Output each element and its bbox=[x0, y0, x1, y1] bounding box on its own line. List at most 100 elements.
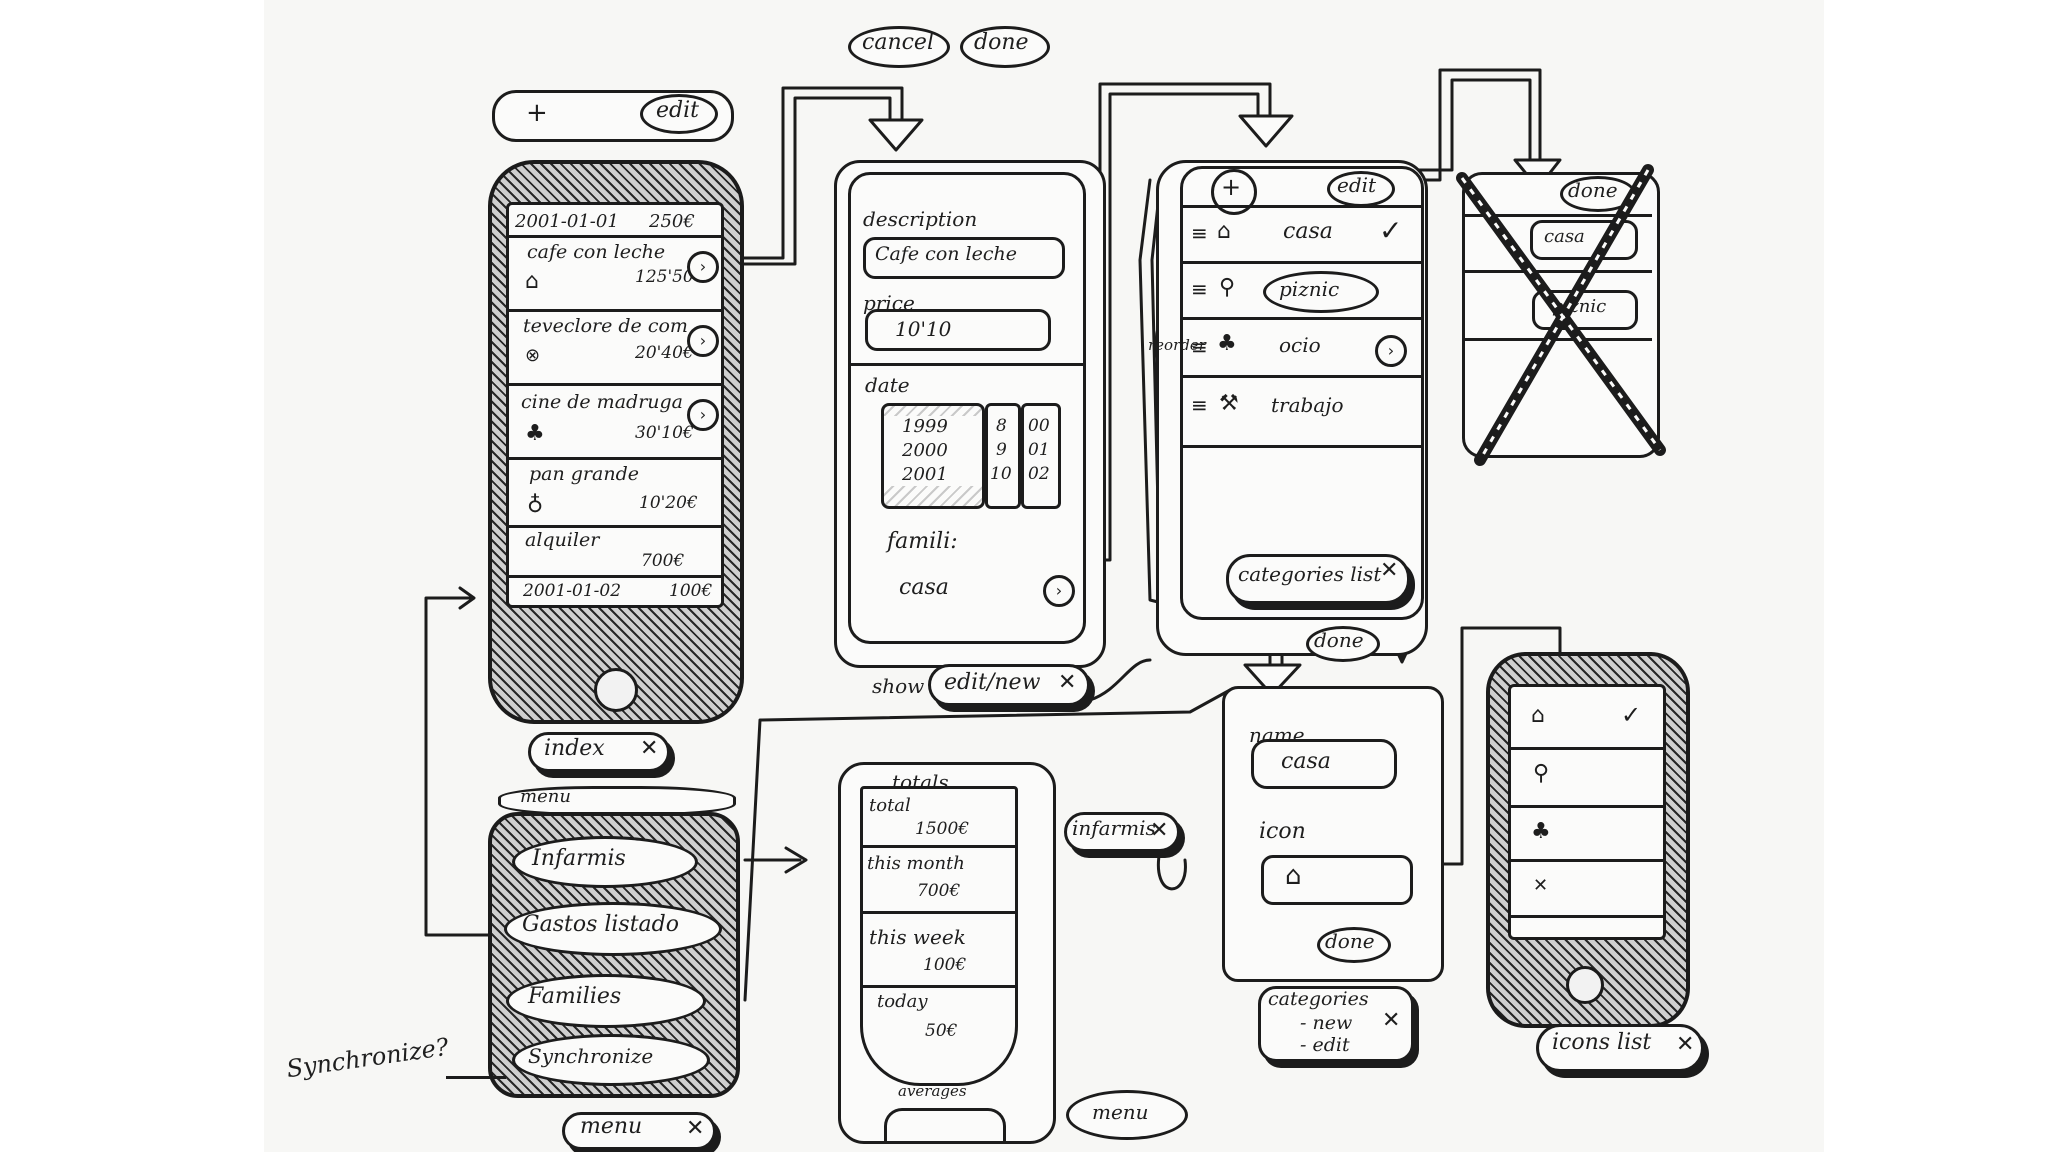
picker-year: 2000 bbox=[902, 442, 948, 460]
category-name: piznic bbox=[1279, 279, 1339, 299]
row-amount: 10'20€ bbox=[639, 495, 698, 512]
reorder-note: reorder bbox=[1148, 336, 1206, 354]
menu-header-label: menu bbox=[520, 786, 571, 807]
category-row[interactable]: ≡ ⌂ casa ✓ bbox=[1183, 207, 1421, 259]
cart-icon: ♁ bbox=[527, 495, 543, 517]
menu-item-label: Synchronize bbox=[528, 1044, 653, 1068]
categories-tag-line2: - new bbox=[1300, 1012, 1352, 1034]
divider bbox=[1511, 747, 1663, 750]
totals-bottom-button[interactable] bbox=[884, 1108, 1006, 1141]
tree-icon[interactable]: ♣ bbox=[1531, 821, 1551, 843]
picker-month: 8 bbox=[996, 418, 1007, 435]
reorder-grip-icon[interactable]: ≡ bbox=[1191, 395, 1208, 415]
price-value: 10'10 bbox=[895, 319, 951, 339]
menu-item-label: Gastos listado bbox=[522, 912, 679, 937]
reorder-grip-icon[interactable]: ≡ bbox=[1191, 223, 1208, 243]
close-icon[interactable]: ✕ bbox=[686, 1118, 704, 1140]
row-chevron-icon[interactable]: › bbox=[687, 399, 719, 431]
reorder-grip-icon[interactable]: ≡ bbox=[1191, 279, 1208, 299]
category-form: name casa icon ⌂ done bbox=[1222, 686, 1444, 982]
divider bbox=[851, 363, 1083, 366]
categories-tag-line1: categories bbox=[1268, 988, 1369, 1010]
close-icon[interactable]: ✕ bbox=[1676, 1034, 1694, 1056]
menu-phone: Infarmis Gastos listado Families Synchro… bbox=[488, 812, 740, 1098]
close-icon[interactable]: ✕ bbox=[1382, 1010, 1400, 1032]
divider bbox=[1183, 445, 1421, 448]
totals-label: today bbox=[877, 993, 928, 1011]
index-row[interactable]: alquiler 700€ bbox=[509, 527, 721, 577]
category-name: trabajo bbox=[1271, 395, 1344, 415]
index-tag-label: index bbox=[544, 736, 605, 761]
description-value: Cafe con leche bbox=[875, 245, 1017, 264]
index-row[interactable]: cine de madruga ♣ 30'10€ › bbox=[509, 385, 721, 457]
close-icon[interactable]: ✕ bbox=[1380, 560, 1398, 582]
family-value: casa bbox=[899, 577, 949, 599]
keyhole-icon[interactable]: ⚲ bbox=[1533, 763, 1549, 785]
category-row[interactable]: ≡ ⚒ trabajo bbox=[1183, 377, 1421, 433]
totals-label: total bbox=[869, 797, 911, 815]
menu-tag-label: menu bbox=[580, 1114, 642, 1139]
house-icon: ⌂ bbox=[1285, 863, 1302, 889]
home-button[interactable] bbox=[1566, 966, 1604, 1004]
crossed-out-mark bbox=[1450, 160, 1680, 480]
row-amount: 20'40€ bbox=[635, 345, 694, 362]
form-done-label: done bbox=[1325, 929, 1375, 953]
edit-tag-label: edit/new bbox=[944, 670, 1040, 695]
house-icon: ⌂ bbox=[1217, 221, 1231, 243]
category-row[interactable]: ≡ ♣ ocio › bbox=[1183, 319, 1421, 375]
close-icon[interactable]: ✕ bbox=[1058, 672, 1076, 694]
row-amount: 700€ bbox=[641, 553, 684, 570]
row-title: cafe con leche bbox=[527, 243, 665, 262]
totals-list: total 1500€ this month 700€ this week 10… bbox=[860, 786, 1018, 1086]
category-chevron-icon[interactable]: › bbox=[1375, 335, 1407, 367]
index-row[interactable]: pan grande ♁ 10'20€ bbox=[509, 459, 721, 525]
done-label: done bbox=[974, 30, 1029, 55]
icons-phone: ⌂ ✓ ⚲ ♣ ✕ bbox=[1486, 652, 1690, 1028]
index-footer-date: 2001-01-02 bbox=[523, 583, 621, 600]
index-screen: 2001-01-01 250€ cafe con leche ⌂ 125'50 … bbox=[506, 202, 724, 608]
family-chevron-icon[interactable]: › bbox=[1043, 575, 1075, 607]
divider bbox=[1511, 859, 1663, 862]
cross-icon[interactable]: ✕ bbox=[1533, 877, 1548, 895]
categories-screen: + edit ≡ ⌂ casa ✓ ≡ ⚲ piznic ≡ ♣ ocio › … bbox=[1180, 166, 1424, 620]
index-row[interactable]: cafe con leche ⌂ 125'50 › bbox=[509, 237, 721, 309]
infarmis-tag-label: infarmis bbox=[1072, 816, 1156, 840]
menu-button-label: menu bbox=[1092, 1100, 1149, 1124]
totals-row: total 1500€ bbox=[863, 789, 1015, 845]
index-header-date: 2001-01-01 bbox=[515, 213, 619, 231]
picker-month: 10 bbox=[990, 466, 1012, 483]
close-icon[interactable]: ✕ bbox=[640, 738, 658, 760]
categories-done-label: done bbox=[1314, 628, 1364, 652]
picker-month: 9 bbox=[996, 442, 1007, 459]
day-picker[interactable]: 00 01 02 bbox=[1021, 403, 1061, 509]
edit-tag-prefix: show bbox=[872, 674, 924, 698]
checkmark-icon: ✓ bbox=[1621, 703, 1641, 727]
house-icon: ⌂ bbox=[525, 271, 539, 293]
totals-value: 700€ bbox=[917, 883, 960, 900]
picker-year: 1999 bbox=[902, 418, 948, 436]
row-title: teveclore de com bbox=[523, 317, 688, 336]
categories-list-tag-label: categories list bbox=[1238, 562, 1381, 586]
year-picker[interactable]: 1999 2000 2001 bbox=[881, 403, 985, 509]
totals-value: 50€ bbox=[925, 1023, 957, 1040]
sync-note-underline bbox=[446, 1076, 506, 1079]
row-chevron-icon[interactable]: › bbox=[687, 325, 719, 357]
divider bbox=[1511, 805, 1663, 808]
close-icon[interactable]: ✕ bbox=[1150, 820, 1168, 842]
icons-list-tag-label: icons list bbox=[1552, 1030, 1651, 1055]
icon-field[interactable] bbox=[1261, 855, 1413, 905]
totals-row: today 50€ bbox=[863, 987, 1015, 1047]
totals-row: this month 700€ bbox=[863, 847, 1015, 909]
category-row[interactable]: ≡ ⚲ piznic bbox=[1183, 263, 1421, 317]
row-amount: 30'10€ bbox=[635, 425, 694, 442]
checkmark-icon: ✓ bbox=[1379, 217, 1402, 245]
add-icon[interactable]: + bbox=[526, 100, 548, 126]
totals-value: 100€ bbox=[923, 957, 966, 974]
price-field[interactable] bbox=[865, 309, 1051, 351]
totals-row: this week 100€ bbox=[863, 913, 1015, 983]
home-button[interactable] bbox=[594, 668, 638, 712]
house-icon[interactable]: ⌂ bbox=[1531, 705, 1545, 727]
month-picker[interactable]: 8 9 10 bbox=[985, 403, 1021, 509]
index-row[interactable]: teveclore de com ⊗ 20'40€ › bbox=[509, 311, 721, 383]
row-chevron-icon[interactable]: › bbox=[687, 251, 719, 283]
